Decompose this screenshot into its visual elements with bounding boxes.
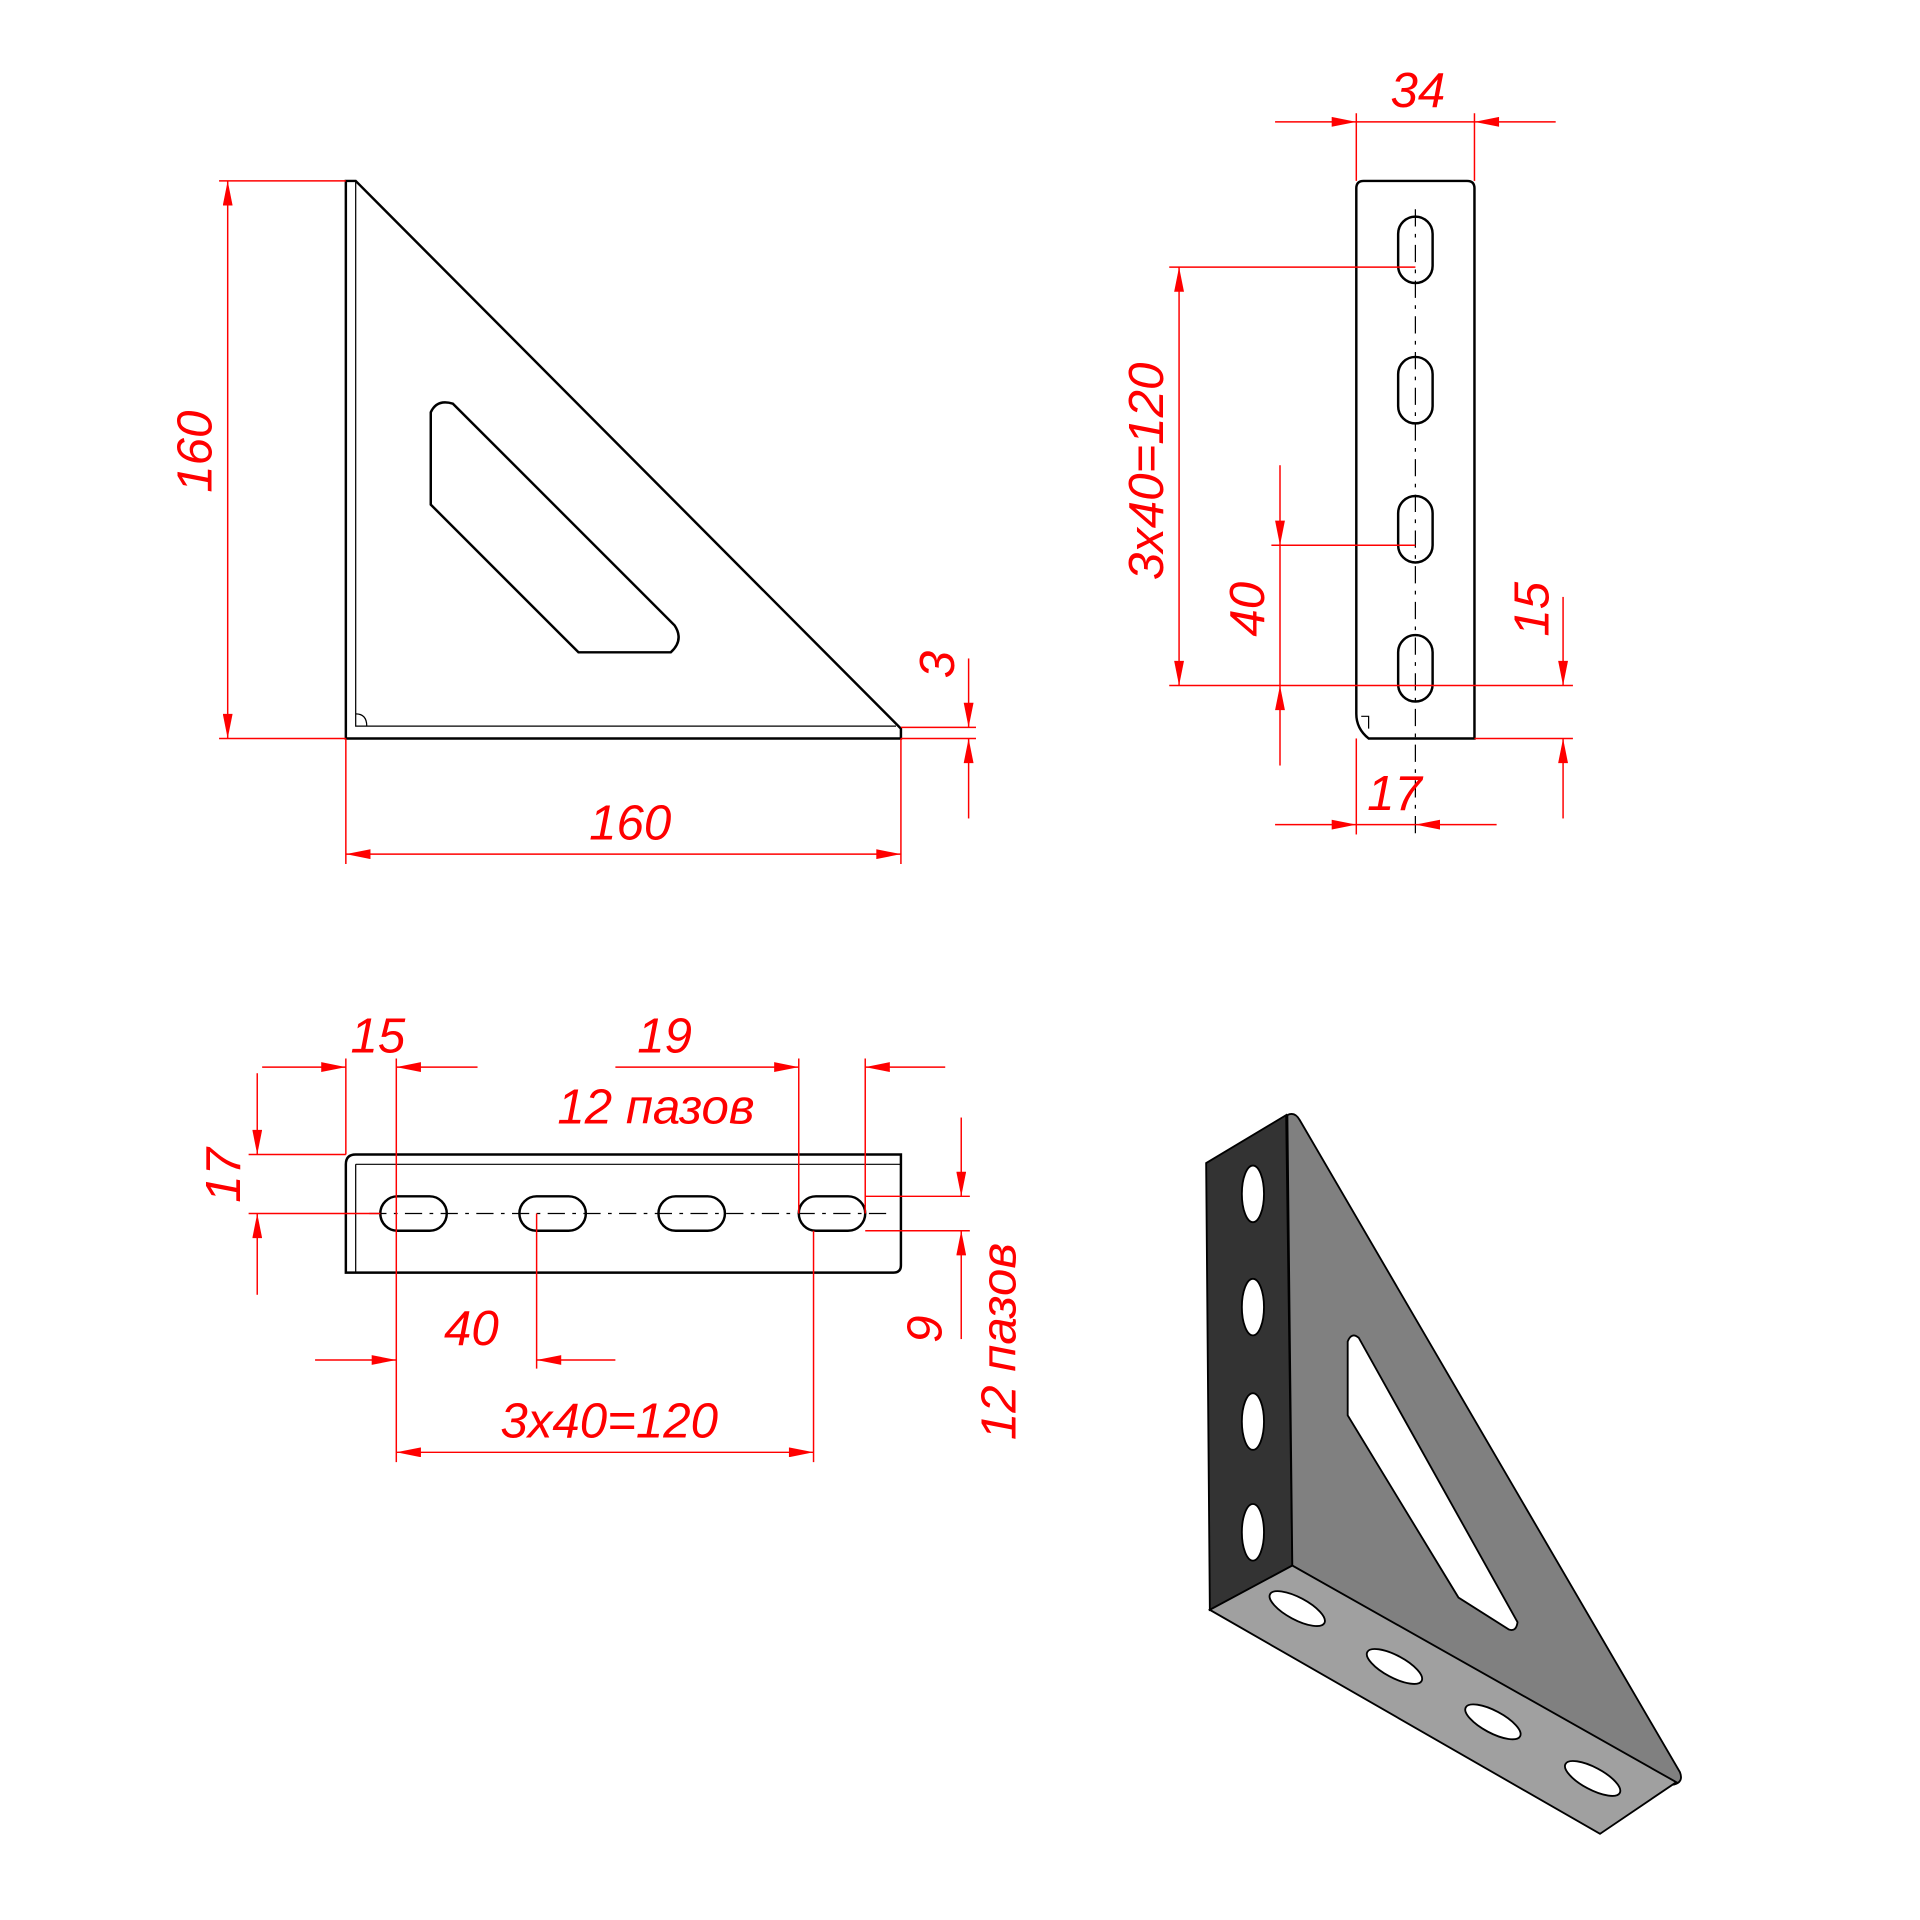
dim-40-top: 40 xyxy=(315,1213,616,1369)
dim-text: 19 xyxy=(637,1008,692,1063)
isometric-view xyxy=(1205,1113,1682,1835)
dim-text: 34 xyxy=(1390,63,1445,118)
dim-width-160: 160 xyxy=(345,738,902,864)
dim-text: 160 xyxy=(168,411,223,493)
dim-text: 40 xyxy=(1220,582,1275,637)
dim-3x40-120-top: 3x40=120 xyxy=(396,1230,815,1463)
front-view: 160 160 3 xyxy=(168,179,976,864)
dim-9: 9 12 пазов xyxy=(865,1117,1026,1440)
dim-text: 9 xyxy=(898,1316,953,1343)
dim-text: 3x40=120 xyxy=(500,1394,718,1449)
dim-thickness-3: 3 xyxy=(900,651,976,819)
dim-text: 3x40=120 xyxy=(1119,363,1174,581)
dim-text: 17 xyxy=(196,1146,251,1202)
dim-19: 19 12 пазов xyxy=(557,1008,946,1214)
dim-height-160: 160 xyxy=(168,180,346,740)
dim-15: 15 xyxy=(1474,581,1573,819)
dim-text: 15 xyxy=(1504,581,1559,636)
dim-17: 17 xyxy=(1275,738,1497,835)
dim-text: 3 xyxy=(910,651,965,678)
dim-text: 40 xyxy=(444,1301,499,1356)
dim-3x40-120: 3x40=120 xyxy=(1119,266,1573,687)
top-view: 15 19 12 пазов 17 40 3x40=120 xyxy=(196,1008,1026,1463)
dim-text: 160 xyxy=(589,795,671,850)
side-view: 34 3x40=120 40 15 17 xyxy=(1119,63,1573,837)
dim-34: 34 xyxy=(1275,63,1556,181)
dim-40: 40 xyxy=(1220,465,1416,766)
dim-text: 12 пазов xyxy=(971,1243,1026,1440)
dim-17-top: 17 xyxy=(196,1073,381,1295)
dim-text: 12 пазов xyxy=(557,1080,754,1135)
dim-text: 15 xyxy=(350,1008,405,1063)
dim-15-top: 15 xyxy=(262,1008,478,1463)
dim-text: 17 xyxy=(1367,766,1423,821)
